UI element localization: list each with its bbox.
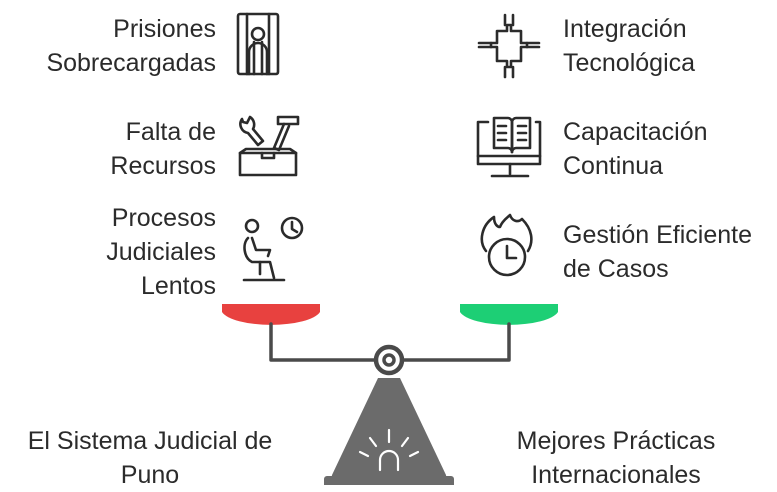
monitor-book-icon bbox=[476, 116, 542, 178]
pivot-center bbox=[382, 353, 396, 367]
circuit-chip-icon bbox=[477, 13, 541, 79]
scale-beam bbox=[269, 322, 511, 362]
waiting-person-clock-icon bbox=[242, 216, 304, 282]
tools-box-icon bbox=[238, 115, 300, 177]
gavel-light-icon bbox=[358, 428, 420, 472]
left-pan bbox=[222, 304, 320, 325]
right-pan bbox=[460, 304, 558, 325]
scale-foot bbox=[324, 476, 454, 485]
clock-flame-icon bbox=[480, 213, 533, 277]
prison-bars-icon bbox=[236, 12, 280, 76]
